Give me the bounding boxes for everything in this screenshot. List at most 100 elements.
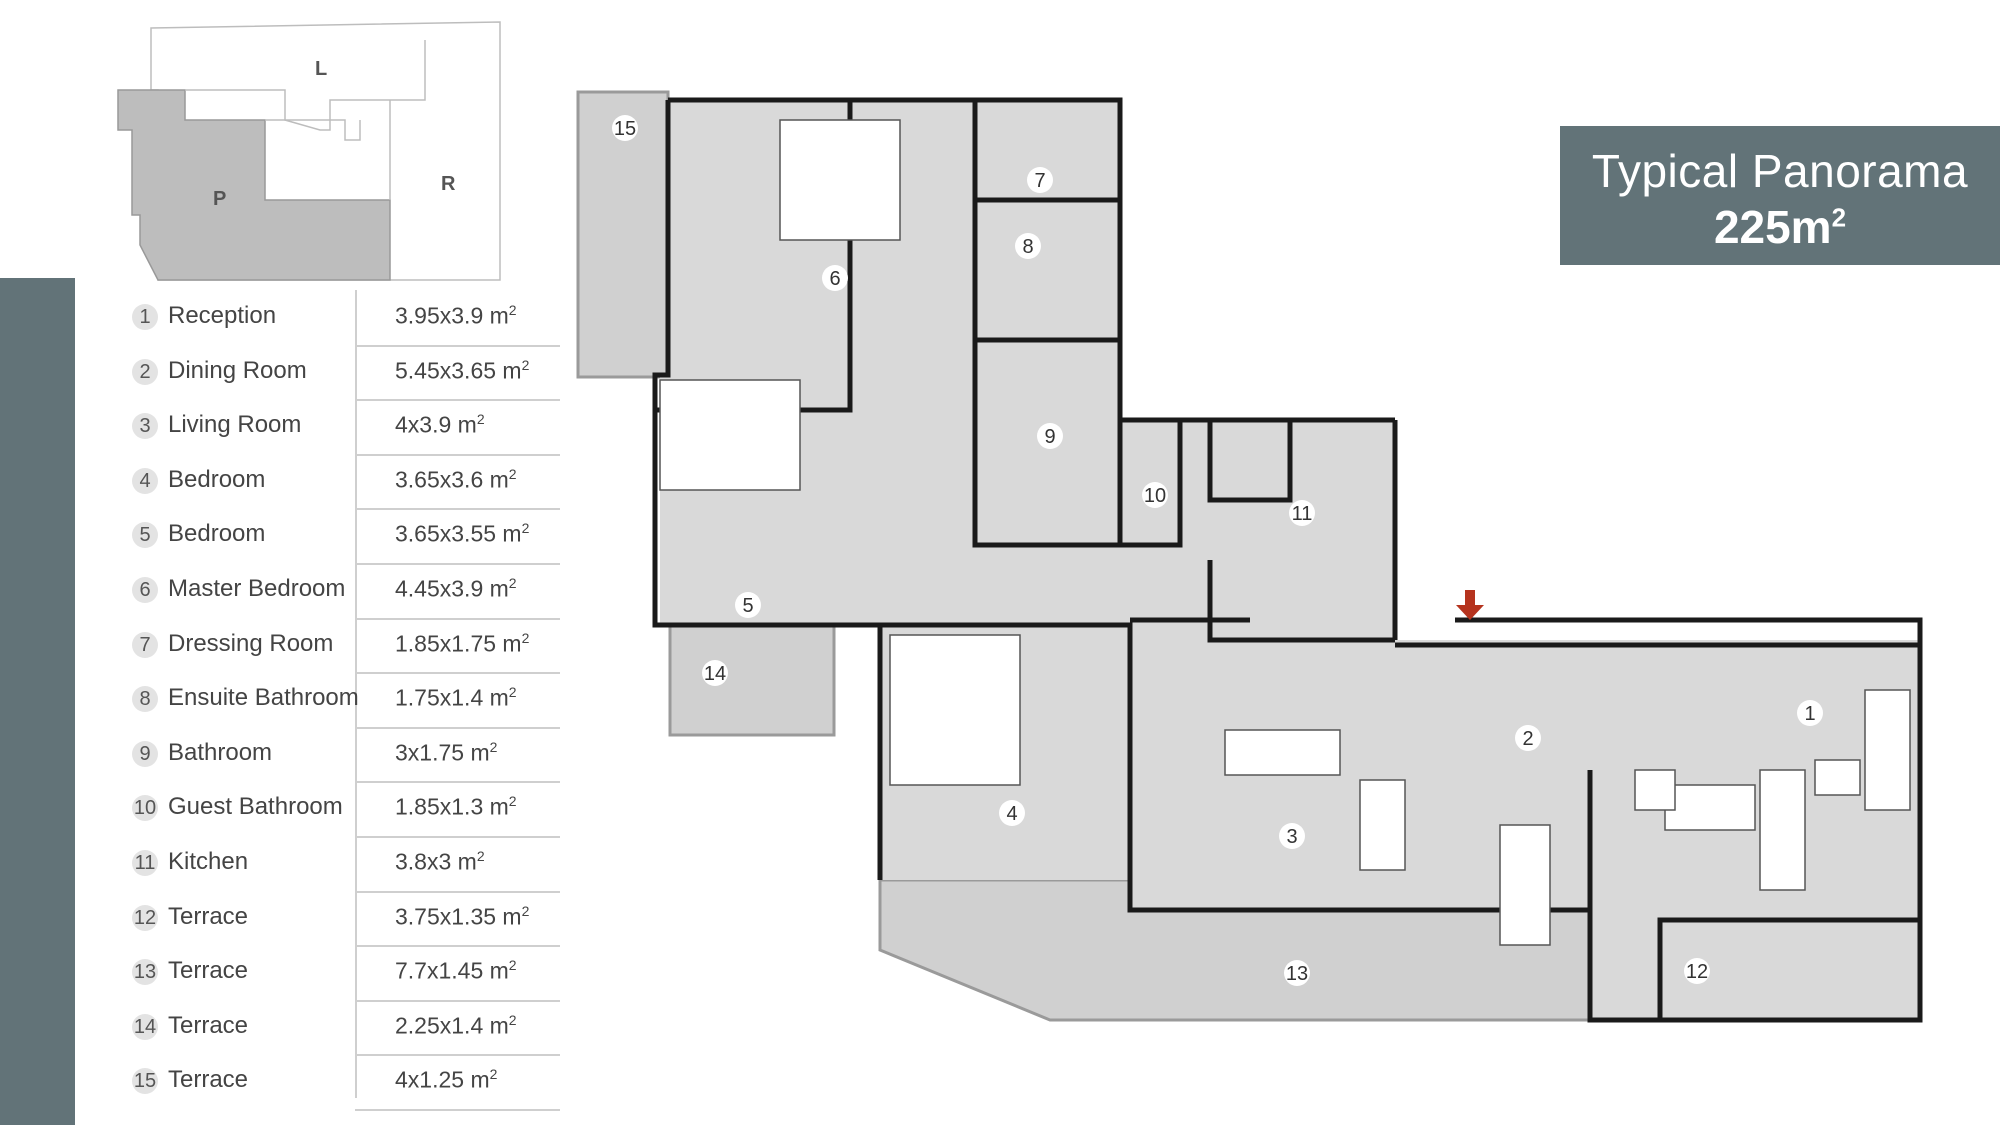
room-number: 11	[132, 849, 158, 876]
row-divider	[355, 890, 560, 893]
key-plan: L P R	[117, 21, 501, 281]
room-number: 15	[132, 1068, 158, 1095]
row-divider	[355, 562, 560, 565]
room-size: 1.85x1.75 m2	[395, 629, 530, 657]
row-divider	[355, 672, 560, 675]
room-label-bg	[1515, 725, 1541, 751]
row-divider	[355, 453, 560, 456]
plan-room-label: 11	[1292, 503, 1313, 525]
room-row: 3 Living Room 4x3.9 m2	[130, 401, 560, 456]
room-size: 3.8x3 m2	[395, 847, 485, 875]
room-label-bg	[1279, 823, 1305, 849]
room-number: 12	[132, 904, 158, 931]
room-label-bg	[702, 660, 728, 686]
room-label-bg	[1797, 700, 1823, 726]
row-divider	[355, 344, 560, 347]
room-size: 5.45x3.65 m2	[395, 356, 530, 384]
room-label-bg	[999, 800, 1025, 826]
room-size: 1.85x1.3 m2	[395, 793, 517, 820]
room-number: 8	[132, 686, 158, 713]
room-label-bg	[822, 265, 848, 291]
room-name: Master Bedroom	[168, 574, 346, 602]
plan-room-label: 12	[1686, 961, 1708, 983]
plan-title: Typical Panorama	[1591, 145, 1969, 197]
room-name: Living Room	[168, 411, 302, 439]
room-row: 8 Ensuite Bathroom 1.75x1.4 m2	[130, 674, 560, 729]
row-divider	[355, 508, 560, 511]
room-name: Terrace	[168, 1066, 249, 1094]
room-name: Terrace	[168, 957, 249, 985]
plan-room-label: 15	[614, 118, 636, 140]
room-size: 4x1.25 m2	[395, 1066, 498, 1093]
room-number: 13	[132, 959, 158, 986]
room-label-bg	[1037, 423, 1063, 449]
key-label-l: L	[315, 58, 327, 80]
left-accent-bar	[0, 278, 75, 1125]
room-name: Bedroom	[168, 520, 266, 548]
room-row: 6 Master Bedroom 4.45x3.9 m2	[130, 565, 560, 620]
room-size: 1.75x1.4 m2	[395, 684, 517, 711]
room-size: 3.95x3.9 m2	[395, 302, 517, 329]
plan-room-label: 1	[1804, 703, 1815, 725]
room-number: 7	[132, 631, 158, 658]
entry-arrow	[1465, 590, 1475, 605]
room-name: Dressing Room	[168, 629, 334, 657]
room-size: 3.65x3.55 m2	[395, 520, 530, 548]
plan-room-label: 13	[1286, 963, 1308, 985]
plan-area: 225m2	[1713, 201, 1847, 253]
room-number: 6	[132, 576, 158, 603]
room-schedule: 1 Reception 3.95x3.9 m2 2 Dining Room 5.45x3.…	[130, 292, 560, 1111]
room-name: Bathroom	[168, 738, 273, 766]
room-size: 7.7x1.45 m2	[395, 957, 517, 984]
room-row: 15 Terrace 4x1.25 m2	[130, 1056, 560, 1111]
room-name: Terrace	[168, 1011, 249, 1039]
row-divider	[355, 781, 560, 784]
room-number: 1	[132, 304, 158, 330]
room-name: Ensuite Bathroom	[168, 684, 359, 712]
plan-room-label: 2	[1522, 728, 1533, 750]
room-row: 7 Dressing Room 1.85x1.75 m2	[130, 620, 560, 675]
room-row: 13 Terrace 7.7x1.45 m2	[130, 947, 560, 1002]
room-label-bg	[1027, 167, 1053, 193]
plan-room-label: 9	[1044, 426, 1055, 448]
row-divider	[355, 399, 560, 402]
room-label-bg	[612, 115, 638, 141]
room-size: 3.65x3.6 m2	[395, 465, 517, 493]
room-row: 11 Kitchen 3.8x3 m2	[130, 838, 560, 893]
room-number: 5	[132, 522, 158, 549]
row-divider	[355, 945, 560, 948]
plan-room-label: 14	[704, 663, 726, 685]
row-divider	[355, 1054, 560, 1057]
key-label-p: P	[213, 188, 226, 210]
terrace-14-area	[668, 623, 836, 737]
room-label-bg	[735, 592, 761, 618]
room-number: 9	[132, 740, 158, 767]
room-number: 3	[132, 413, 158, 440]
room-size: 4.45x3.9 m2	[395, 574, 517, 602]
entry-arrowhead	[1456, 605, 1484, 620]
room-row: 14 Terrace 2.25x1.4 m2	[130, 1002, 560, 1057]
room-size: 2.25x1.4 m2	[395, 1011, 517, 1039]
room-label-bg	[1142, 482, 1168, 508]
room-number: 14	[132, 1013, 158, 1040]
room-number: 2	[132, 358, 158, 385]
table-divider	[355, 290, 357, 1098]
room-name: Reception	[168, 302, 277, 329]
plan-room-label: 8	[1022, 236, 1033, 258]
room-size: 4x3.9 m2	[395, 411, 485, 438]
room-number: 4	[132, 467, 158, 494]
title-box: Typical Panorama 225m2	[1560, 126, 2000, 265]
plan-room-label: 7	[1034, 170, 1045, 192]
plan-room-label: 4	[1006, 803, 1017, 825]
key-label-r: R	[441, 173, 456, 195]
room-name: Dining Room	[168, 356, 307, 384]
room-label-bg	[1289, 500, 1315, 526]
room-name: Terrace	[168, 902, 249, 930]
room-label-bg	[1015, 233, 1041, 259]
plan-room-label: 5	[742, 595, 753, 617]
room-name: Kitchen	[168, 847, 249, 875]
